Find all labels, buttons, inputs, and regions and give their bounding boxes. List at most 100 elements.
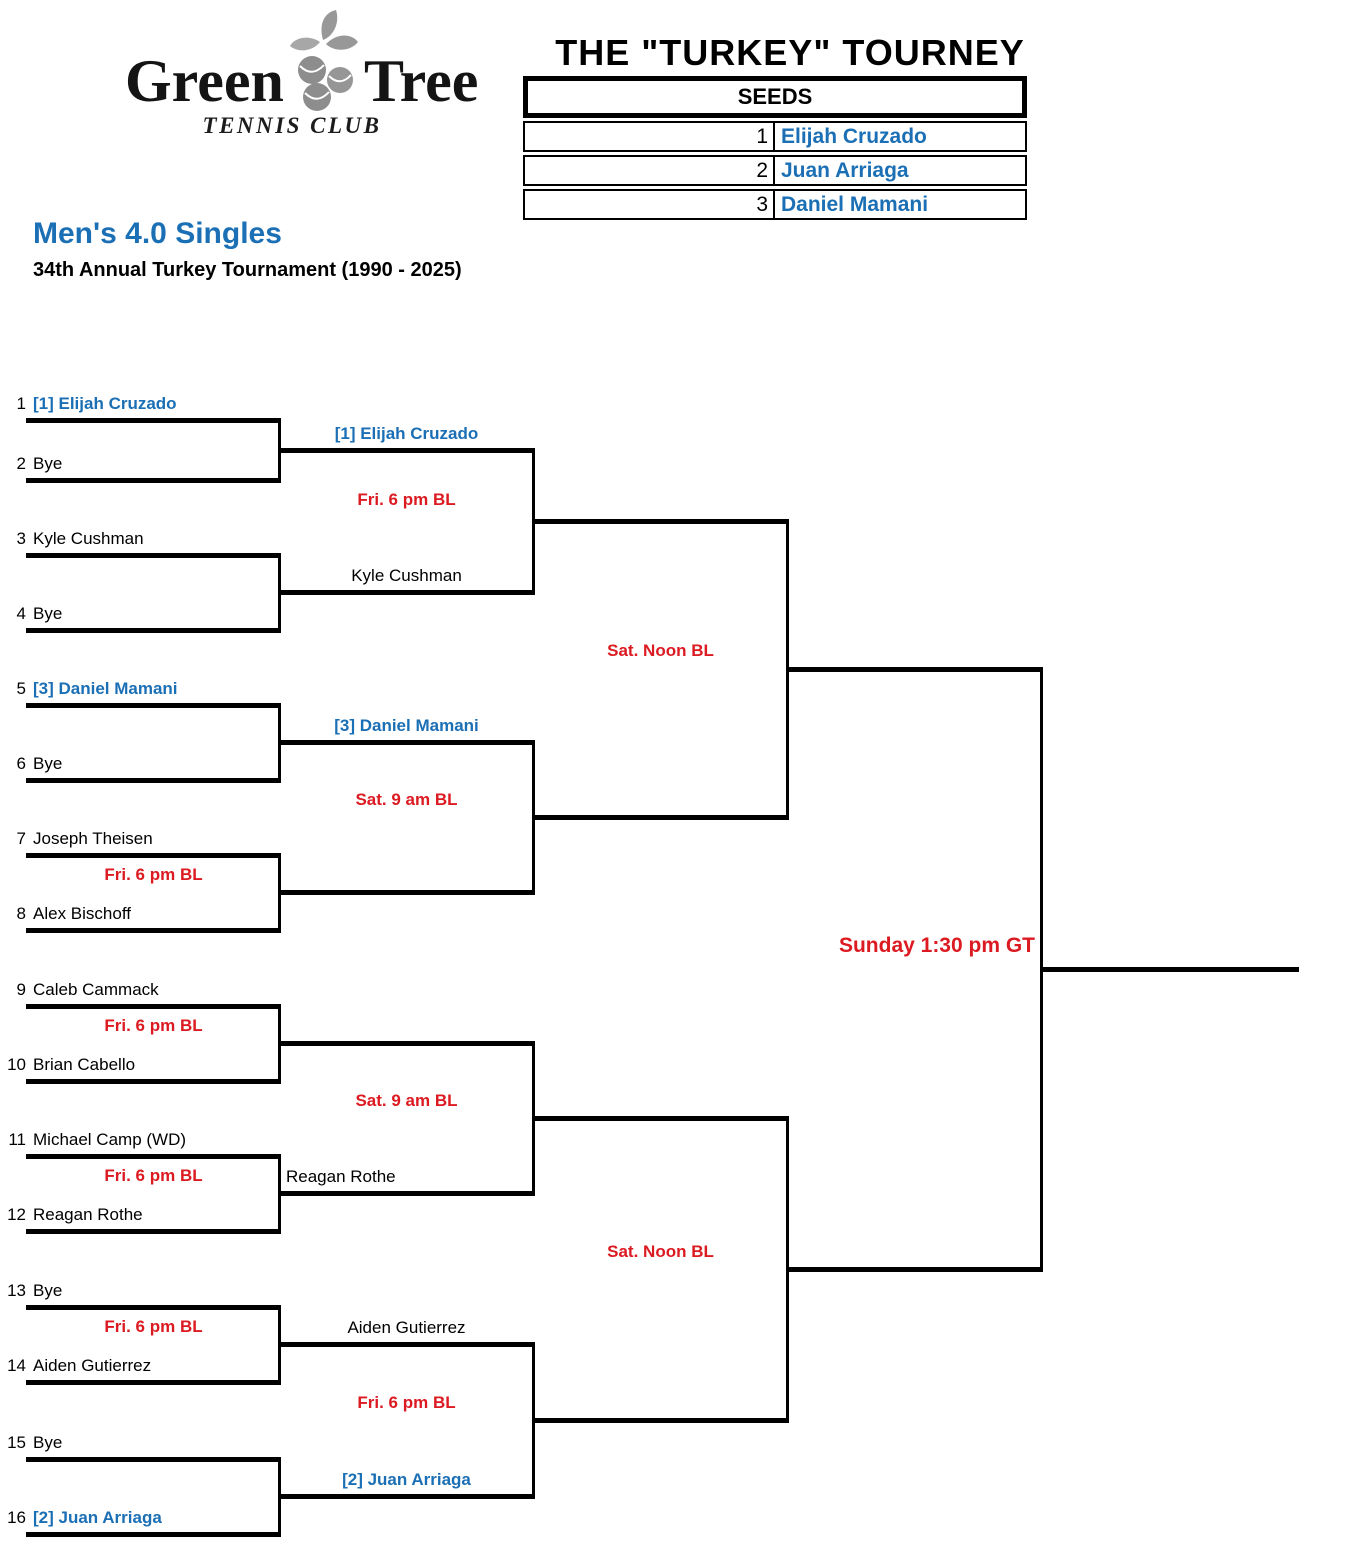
seed-row: 3 Daniel Mamani [523,189,1027,220]
player-name: [3] Daniel Mamani [334,716,479,735]
bracket-line [26,1229,281,1234]
seeds-header: SEEDS [523,76,1027,118]
logo-word-tree: Tree [364,48,478,114]
seed-name: Daniel Mamani [781,193,929,216]
bracket-slot-14: 14 Aiden Gutierrez [4,1355,304,1376]
player-name: Kyle Cushman [33,529,144,548]
player-name: Reagan Rothe [33,1205,143,1224]
round2-winner: Kyle Cushman [278,565,535,586]
slot-number: 11 [8,1130,26,1149]
bracket-slot-12: 12 Reagan Rothe [4,1204,304,1225]
player-name: Aiden Gutierrez [33,1356,152,1375]
slot-number: 16 [7,1508,26,1527]
bracket-slot-1: 1 [1] Elijah Cruzado [4,393,304,414]
seed-name: Elijah Cruzado [781,125,927,148]
bracket-connector [278,1154,281,1234]
bracket-connector [278,1004,281,1084]
player-name: Alex Bischoff [33,904,131,923]
slot-number: 14 [7,1356,26,1375]
bracket-connector [278,703,281,783]
bracket-slot-16: 16 [2] Juan Arriaga [4,1507,304,1528]
bracket-line [278,448,535,453]
bracket-line [26,1532,281,1537]
bracket-line [26,1004,281,1009]
bracket-connector [278,853,281,933]
round2-winner: [2] Juan Arriaga [278,1469,535,1490]
player-name: [3] Daniel Mamani [33,679,178,698]
slot-number: 3 [16,529,26,548]
bracket-connector [786,519,789,820]
player-name: Bye [33,1433,63,1452]
bracket-line [278,590,535,595]
final-time-label: Sunday 1:30 pm GT [838,934,1035,957]
division-title: Men's 4.0 Singles [33,217,282,250]
player-name: Michael Camp (WD) [33,1130,187,1149]
bracket-connector [532,448,535,595]
slot-number: 6 [16,754,26,773]
bracket-line [26,553,281,558]
bracket-slot-11: 11 Michael Camp (WD) [4,1129,304,1150]
player-name: [1] Elijah Cruzado [33,394,177,413]
bracket-line [26,1380,281,1385]
player-name: [2] Juan Arriaga [33,1508,162,1527]
green-tree-tennis-club-logo: Green Tree TENNIS CLUB [125,10,478,138]
player-name: Aiden Gutierrez [347,1318,466,1337]
bracket-connector [278,418,281,483]
match-time-label: Fri. 6 pm BL [104,1016,203,1035]
slot-number: 8 [16,904,26,923]
seed-number: 1 [525,123,775,150]
bracket-line [26,1154,281,1159]
bracket-line [786,667,1043,672]
bracket-connector [278,1305,281,1385]
seeds-table: SEEDS 1 Elijah Cruzado 2 Juan Arriaga 3 … [523,76,1027,220]
bracket-line [278,1191,535,1196]
logo-subtitle: TENNIS CLUB [203,113,382,138]
match-time-label: Fri. 6 pm BL [357,1393,456,1412]
seed-number: 3 [525,191,775,218]
match-time-label: Fri. 6 pm BL [104,1166,203,1185]
round2-winner: [3] Daniel Mamani [278,715,535,736]
match-time-label: Fri. 6 pm BL [357,490,456,509]
tennis-leaves-icon [290,10,358,51]
logo-word-green: Green [125,48,284,114]
player-name: Brian Cabello [33,1055,136,1074]
bracket-slot-9: 9 Caleb Cammack [4,979,304,1000]
slot-number: 1 [16,394,26,413]
bracket-line [26,1305,281,1310]
round2-winner: [1] Elijah Cruzado [278,423,535,444]
bracket-slot-5: 5[3] Daniel Mamani [4,678,304,699]
bracket-connector [532,1041,535,1196]
player-name: Bye [33,454,63,473]
bracket-line [26,478,281,483]
player-name: [2] Juan Arriaga [342,1470,471,1489]
player-name: Bye [33,604,63,623]
bracket-line [532,1116,789,1121]
bracket-line [26,778,281,783]
slot-number: 9 [16,980,26,999]
bracket-slot-3: 3 Kyle Cushman [4,528,304,549]
bracket-line [532,519,789,524]
player-name: Caleb Cammack [33,980,159,999]
bracket-line [26,703,281,708]
match-time-label: Sat. 9 am BL [355,1091,458,1110]
slot-number: 12 [7,1205,26,1224]
tournament-title: THE "TURKEY" TOURNEY [555,32,1025,73]
seed-row: 1 Elijah Cruzado [523,121,1027,152]
bracket-connector [1040,667,1043,1272]
seed-row: 2 Juan Arriaga [523,155,1027,186]
round2-winner: Aiden Gutierrez [278,1317,535,1338]
semifinal-time-label: Sat. Noon BL [607,1242,714,1261]
player-name: Joseph Theisen [33,829,153,848]
slot-number: 15 [7,1433,26,1452]
bracket-connector [278,1457,281,1537]
edition-subtitle: 34th Annual Turkey Tournament (1990 - 20… [33,259,462,281]
seed-number: 2 [525,157,775,184]
bracket-line [532,815,789,820]
match-time-label: Sat. 9 am BL [355,790,458,809]
bracket-slot-8: 8 Alex Bischoff [4,903,304,924]
